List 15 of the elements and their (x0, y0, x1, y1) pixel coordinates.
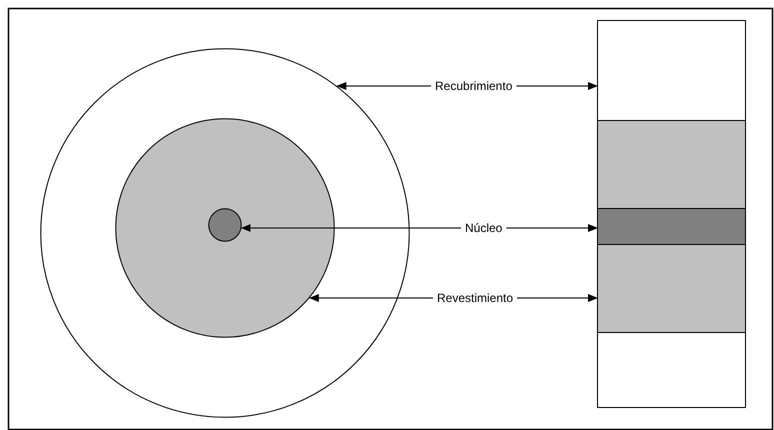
leader-arrow (506, 224, 598, 232)
cladding-band (597, 120, 746, 333)
core-band (597, 208, 746, 245)
callout-label: Núcleo (465, 221, 502, 235)
leader-arrow (516, 294, 598, 302)
coating-strip (597, 20, 746, 408)
core-circle (208, 208, 242, 242)
callout-label: Revestimiento (437, 291, 514, 305)
leader-arrow (308, 294, 434, 302)
leader-arrow (240, 224, 462, 232)
cladding-circle (115, 118, 335, 338)
callout-label: Recubrimiento (435, 79, 512, 93)
leader-arrow (516, 82, 598, 90)
leader-arrow (336, 82, 432, 90)
coating-circle (40, 48, 410, 418)
